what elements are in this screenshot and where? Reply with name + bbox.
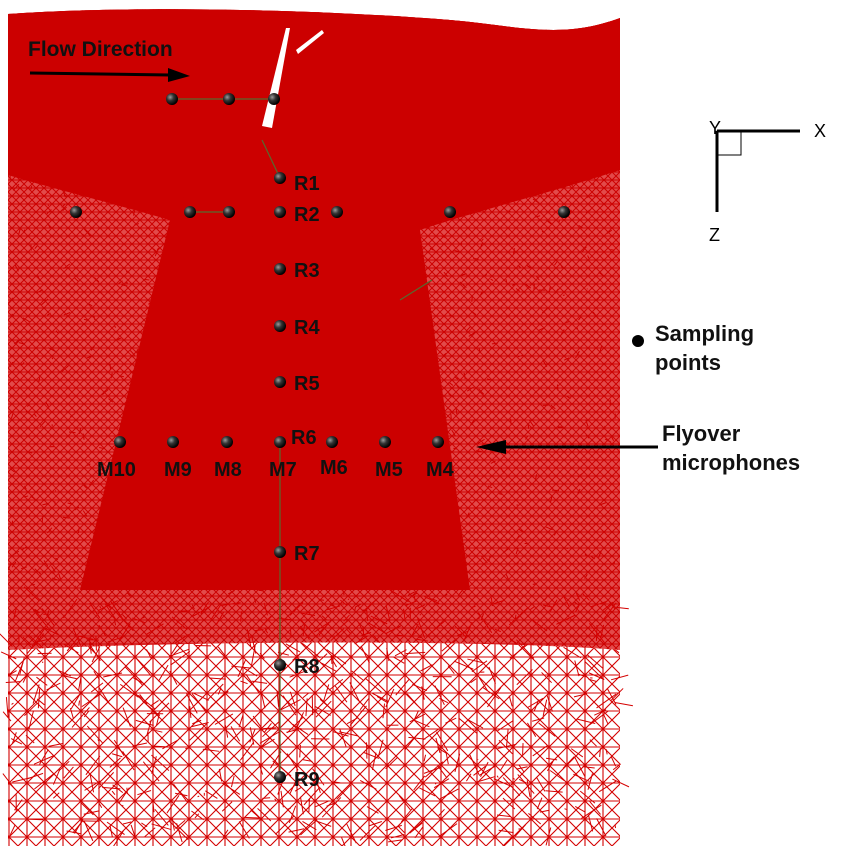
sampling-point-r6 <box>274 436 286 448</box>
legend-flyover-label-2: microphones <box>662 450 800 475</box>
sampling-label-r5: R5 <box>294 373 320 395</box>
microphone-m10 <box>114 436 126 448</box>
sampling-label-r1: R1 <box>294 173 320 195</box>
sampling-label-r7: R7 <box>294 543 320 565</box>
sampling-point-r2 <box>274 206 286 218</box>
sampling-point-r9 <box>274 771 286 783</box>
axis-x-label: X <box>814 121 826 141</box>
sampling-point-r5 <box>274 376 286 388</box>
sampling-label-r4: R4 <box>294 317 320 339</box>
sampling-point <box>223 93 235 105</box>
sampling-point <box>331 206 343 218</box>
microphone-label-m7: M7 <box>269 459 297 481</box>
legend-sampling-label-1: Sampling <box>655 321 754 346</box>
microphone-label-m4: M4 <box>426 459 455 481</box>
axis-y-label: Y <box>709 118 721 138</box>
microphone-label-m6: M6 <box>320 457 348 479</box>
microphone-m6 <box>326 436 338 448</box>
sampling-point <box>70 206 82 218</box>
sampling-point <box>223 206 235 218</box>
sampling-point <box>558 206 570 218</box>
flow-direction-title: Flow Direction <box>28 38 173 61</box>
microphone-label-m8: M8 <box>214 459 242 481</box>
microphone-label-m9: M9 <box>164 459 192 481</box>
sampling-point-r8 <box>274 659 286 671</box>
sampling-point <box>184 206 196 218</box>
sampling-label-r6: R6 <box>291 427 317 449</box>
mesh-dense-upper <box>8 9 620 160</box>
sampling-point <box>166 93 178 105</box>
sampling-label-r8: R8 <box>294 656 320 678</box>
legend-flyover-label-1: Flyover <box>662 421 741 446</box>
legend-sampling-label-2: points <box>655 350 721 375</box>
sampling-label-r9: R9 <box>294 769 320 791</box>
sampling-label-r2: R2 <box>294 204 320 226</box>
sampling-point <box>268 93 280 105</box>
legend-sampling-marker <box>632 335 644 347</box>
sampling-point-r4 <box>274 320 286 332</box>
microphone-m4 <box>432 436 444 448</box>
sampling-point-r3 <box>274 263 286 275</box>
axis-triad: X Y Z <box>709 118 826 245</box>
sampling-label-r3: R3 <box>294 260 320 282</box>
microphone-m8 <box>221 436 233 448</box>
sampling-point <box>444 206 456 218</box>
axis-z-label: Z <box>709 225 720 245</box>
microphone-m9 <box>167 436 179 448</box>
sampling-point-r1 <box>274 172 286 184</box>
sampling-point-r7 <box>274 546 286 558</box>
microphone-label-m10: M10 <box>97 459 136 481</box>
microphone-m5 <box>379 436 391 448</box>
microphone-label-m5: M5 <box>375 459 403 481</box>
